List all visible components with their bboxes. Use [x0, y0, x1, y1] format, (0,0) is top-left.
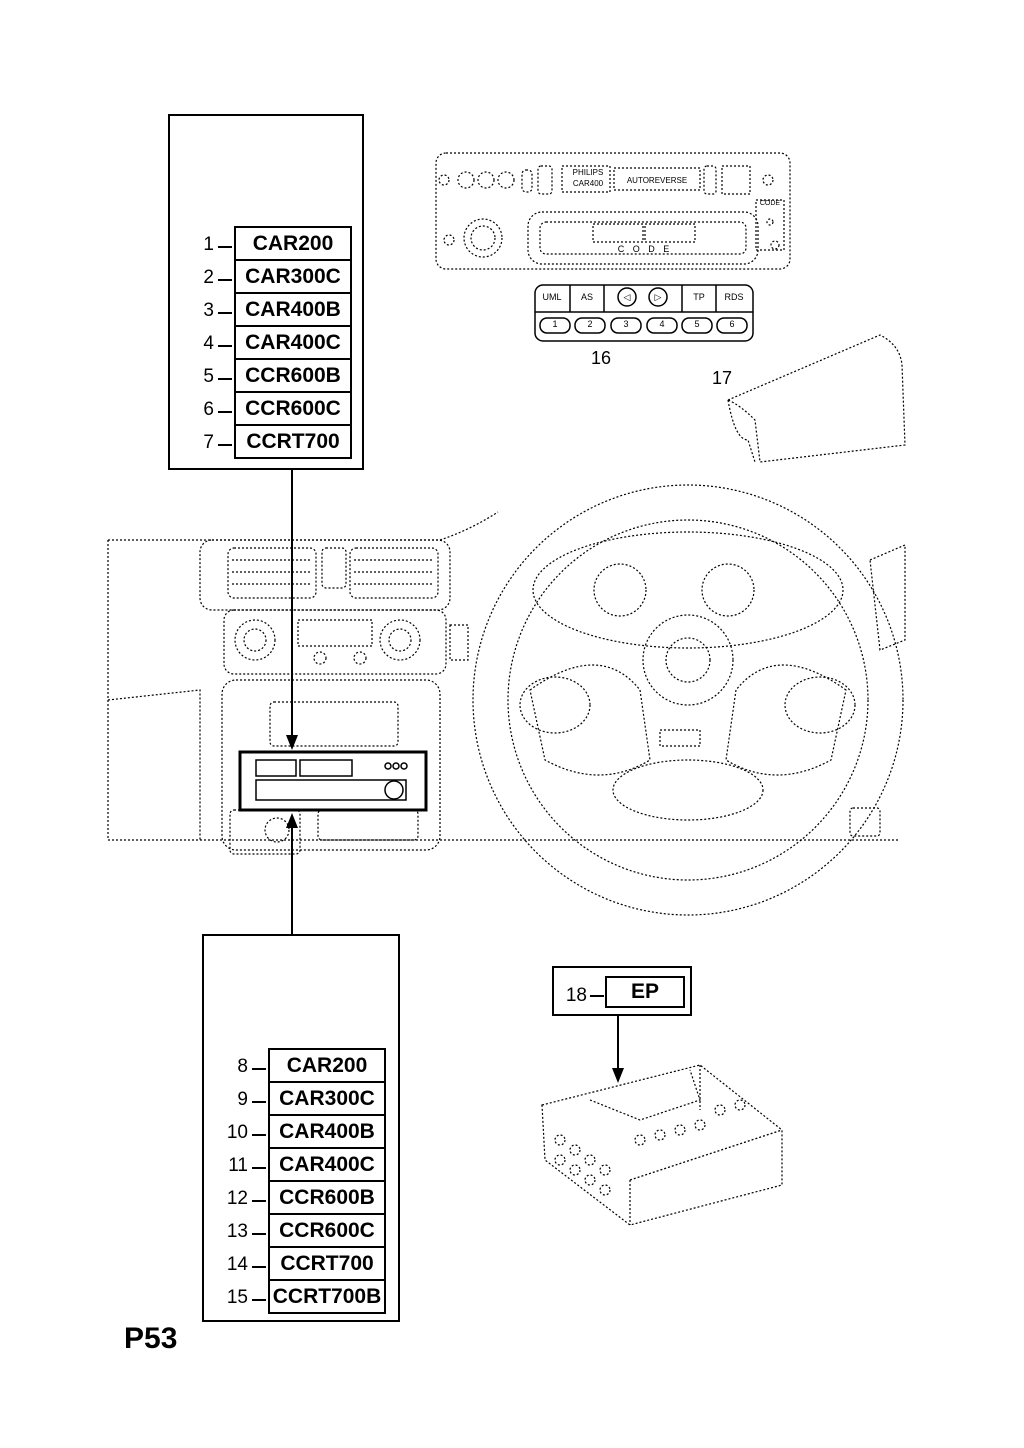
callout-17: 17 [712, 368, 733, 388]
radio-model-code: CAR200 [268, 1048, 386, 1083]
radio-model-code: CAR400C [234, 325, 352, 360]
radio-model-code: CCR600B [234, 358, 352, 393]
panel-button-label: AS [580, 292, 593, 302]
radio-model-code: CAR300C [234, 259, 352, 294]
item-leader [252, 1299, 266, 1301]
item-number: 10 [226, 1122, 248, 1143]
item-leader [252, 1233, 266, 1235]
radio-model: CAR400 [572, 179, 604, 188]
item-leader [252, 1167, 266, 1169]
radio-code-letters: C O D E [617, 244, 673, 254]
item-number: 13 [226, 1221, 248, 1242]
radio-brand: PHILIPS [572, 168, 604, 177]
radio-model-code: CCRT700 [268, 1246, 386, 1281]
panel-button-label: 6 [729, 319, 735, 329]
radio-autoreverse: AUTOREVERSE [626, 176, 688, 185]
panel-button-label: 5 [694, 319, 700, 329]
radio-model-code: CCR600C [268, 1213, 386, 1248]
radio-model-code: CAR400B [234, 292, 352, 327]
item-leader [252, 1101, 266, 1103]
item-number: 11 [228, 1155, 248, 1176]
radio-model-code: CAR400B [268, 1114, 386, 1149]
item-number: 9 [237, 1089, 248, 1110]
panel-button-label: 3 [623, 319, 629, 329]
item-number: 3 [203, 300, 214, 321]
cage-callout-lead [590, 995, 604, 997]
panel-button-label: 1 [552, 319, 558, 329]
callout-16: 16 [591, 348, 612, 368]
item-number: 1 [203, 234, 214, 255]
item-leader [252, 1134, 266, 1136]
radio-model-code: CCRT700B [268, 1279, 386, 1314]
item-leader [252, 1068, 266, 1070]
item-leader [218, 411, 232, 413]
item-leader [218, 444, 232, 446]
item-number: 4 [203, 333, 214, 354]
panel-button-label: TP [693, 292, 705, 302]
item-leader [218, 312, 232, 314]
radio-model-code: CCR600C [234, 391, 352, 426]
item-leader [218, 246, 232, 248]
item-number: 5 [203, 366, 214, 387]
car-radio-unit [238, 750, 428, 812]
panel-button-label: UML [542, 292, 562, 302]
radio-front-outline [435, 152, 791, 270]
item-leader [252, 1200, 266, 1202]
panel-button-label: 4 [659, 319, 665, 329]
item-number: 12 [226, 1188, 248, 1209]
steering-wheel-outline [472, 484, 904, 916]
panel-button-label: ▷ [654, 292, 662, 302]
radio-model-code: CCR600B [268, 1180, 386, 1215]
radio-model-code: CAR200 [234, 226, 352, 261]
item-leader [252, 1266, 266, 1268]
control-panel-outline [534, 284, 754, 342]
item-number: 15 [226, 1287, 248, 1308]
cage-code: EP [605, 976, 685, 1008]
item-number: 14 [226, 1254, 248, 1275]
item-number: 8 [237, 1056, 248, 1077]
item-leader [218, 345, 232, 347]
panel-button-label: 2 [587, 319, 593, 329]
item-number: 7 [203, 432, 214, 453]
panel-button-label: RDS [724, 292, 744, 302]
radio-model-code: CAR300C [268, 1081, 386, 1116]
item-leader [218, 378, 232, 380]
panel-button-label: ◁ [623, 292, 631, 302]
page-code: P53 [124, 1322, 178, 1355]
radio-model-code: CAR400C [268, 1147, 386, 1182]
item-leader [218, 279, 232, 281]
radio-code-label: CODE [759, 200, 781, 207]
item-number: 6 [203, 399, 214, 420]
radio-model-code: CCRT700 [234, 424, 352, 459]
cage-callout-num: 18 [565, 985, 587, 1006]
item-number: 2 [203, 267, 214, 288]
